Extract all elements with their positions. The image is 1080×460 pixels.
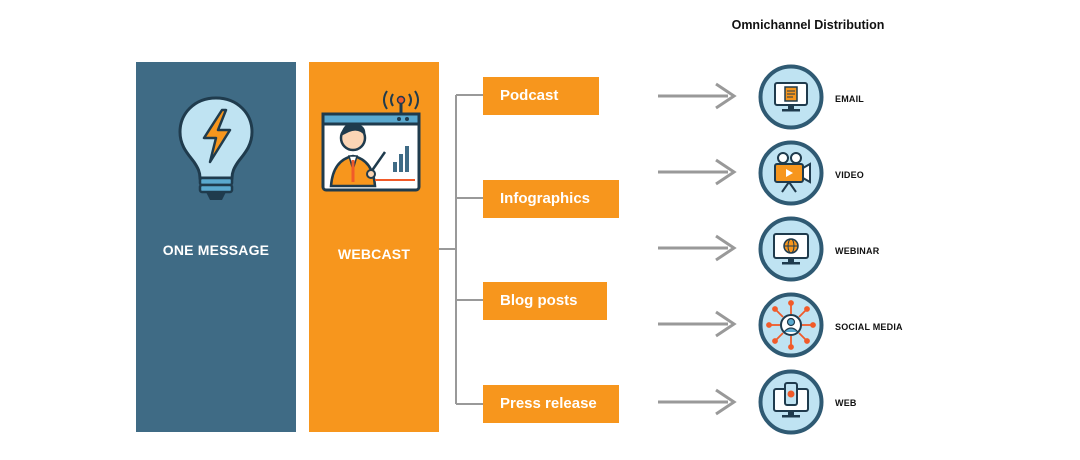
blog-posts-box: Blog posts (483, 282, 607, 320)
channel-social-media-label: SOCIAL MEDIA (835, 322, 903, 332)
one-message-panel: ONE MESSAGE (136, 62, 296, 432)
email-monitor-icon (758, 64, 824, 130)
webcast-label: WEBCAST (337, 246, 411, 262)
arrow-email (658, 82, 737, 110)
web-devices-icon (758, 369, 824, 435)
distribution-header: Omnichannel Distribution (731, 18, 885, 32)
arrow-social-media (658, 310, 737, 338)
video-camera-icon (758, 140, 824, 206)
podcast-box: Podcast (483, 77, 599, 115)
channel-email-label: EMAIL (835, 94, 864, 104)
channel-web-label: WEB (835, 398, 857, 408)
arrow-video (658, 158, 737, 186)
arrow-web (658, 388, 737, 416)
channel-webinar-label: WEBINAR (835, 246, 880, 256)
channel-video-label: VIDEO (835, 170, 865, 180)
infographics-box: Infographics (483, 180, 619, 218)
one-message-label: ONE MESSAGE (162, 242, 270, 258)
press-release-box: Press release (483, 385, 619, 423)
social-network-icon (758, 292, 824, 358)
arrow-webinar (658, 234, 737, 262)
webinar-monitor-icon (758, 216, 824, 282)
lightbulb-lightning-icon (178, 96, 254, 200)
webcast-presenter-icon (321, 90, 421, 192)
webcast-panel: WEBCAST (309, 62, 439, 432)
